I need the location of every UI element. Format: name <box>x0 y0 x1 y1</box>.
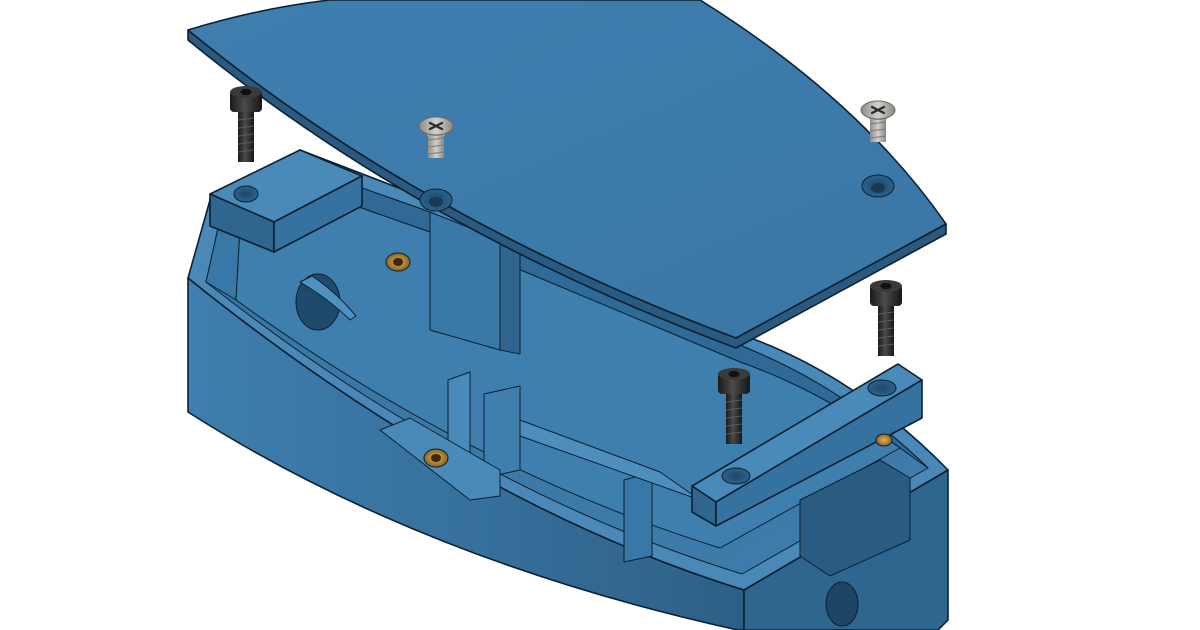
right-inner-pocket <box>799 459 911 577</box>
socket-screw-shank <box>238 110 254 162</box>
socket-screw-threads <box>877 311 895 347</box>
right-bracket-hole-back <box>867 379 897 397</box>
flat-head-screw-right <box>860 100 896 142</box>
socket-head-screw-right-front <box>718 368 750 444</box>
lid <box>187 0 947 349</box>
left-bracket-side <box>273 175 363 253</box>
side-port-channel <box>299 275 357 321</box>
phillips-drive-icon <box>870 105 886 115</box>
lid-hole-center-inner <box>429 197 443 207</box>
socket-head-screw-right-back <box>870 280 902 356</box>
socket-screw-shank <box>878 304 894 356</box>
socket-screw-shank <box>726 392 742 444</box>
inner-divider-rib <box>447 371 471 461</box>
socket-screw-threads <box>237 117 255 153</box>
insert-front-bore <box>431 454 441 462</box>
right-bracket-side <box>715 379 923 527</box>
hex-socket-icon <box>728 371 740 377</box>
center-standoff-pillar-side <box>499 239 521 355</box>
socket-head-screw-left <box>230 86 262 162</box>
flat-screw-threads <box>427 137 445 155</box>
lid-top-face <box>187 0 947 339</box>
lid-hole-right-inner <box>871 183 885 193</box>
flat-screw-threads <box>869 121 887 139</box>
hex-socket-icon <box>880 283 892 289</box>
hex-socket-icon <box>240 89 252 95</box>
inner-divider-rib-2 <box>483 385 521 479</box>
socket-screw-threads <box>725 399 743 435</box>
insert-right <box>875 433 893 447</box>
end-face-hole <box>825 581 859 627</box>
flat-head-screw-center <box>418 116 454 158</box>
base-floor <box>235 189 901 549</box>
threaded-insert <box>385 252 893 468</box>
right-mounting-bracket <box>691 363 923 527</box>
insert-back-bore <box>393 258 403 266</box>
left-mounting-bracket <box>209 149 363 253</box>
phillips-drive-icon <box>428 121 444 131</box>
inner-divider-rib-3 <box>623 471 653 563</box>
left-bracket-hole <box>233 185 259 203</box>
right-bracket-hole-front <box>721 467 751 485</box>
